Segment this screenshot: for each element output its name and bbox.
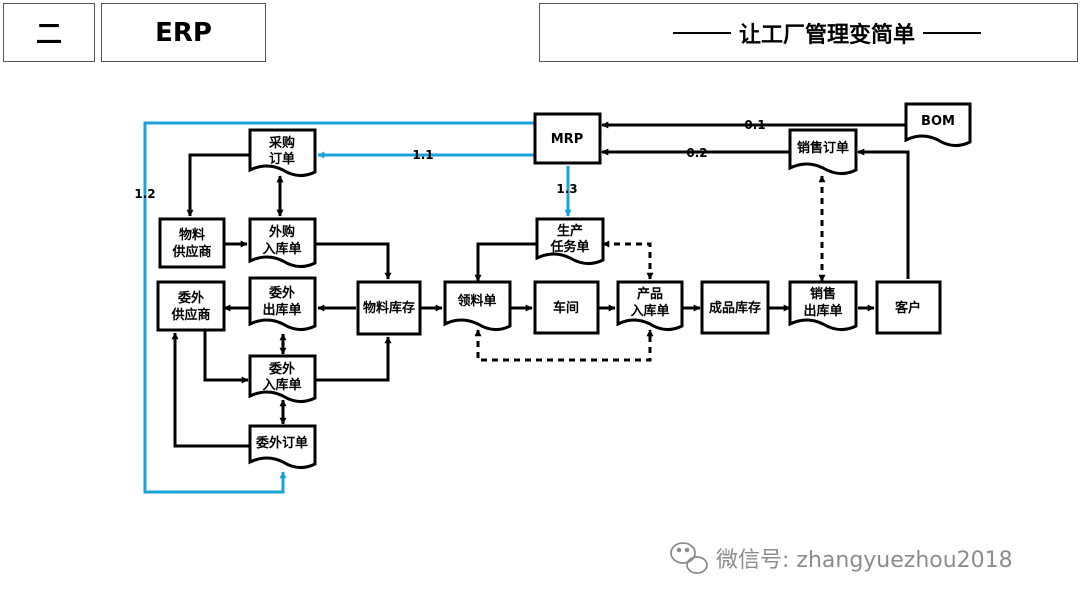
node-outsource-receipt xyxy=(248,354,317,403)
label-outsource-supplier-2: 供应商 xyxy=(170,307,210,323)
edge-outsource-receipt-to-stock xyxy=(315,336,392,382)
edge-labels: 0.1 0.2 1.1 1.2 1.3 xyxy=(134,118,765,201)
label-material-supplier-2: 供应商 xyxy=(171,244,211,260)
node-customer xyxy=(875,280,942,335)
label-bom: BOM xyxy=(921,114,955,129)
node-material-supplier xyxy=(158,217,226,269)
label-sales-issue-1: 销售 xyxy=(810,286,836,302)
page-title: 让工厂管理变简单 xyxy=(539,3,1078,62)
edge-label-1-3: 1.3 xyxy=(556,182,577,196)
label-purchase-order-2: 订单 xyxy=(269,151,295,167)
topic-text: ERP xyxy=(155,17,212,48)
edge-supplier-to-outsource-receipt xyxy=(203,330,249,384)
label-purchase-order-1: 采购 xyxy=(268,135,295,151)
label-product-receipt-2: 入库单 xyxy=(630,303,669,319)
edge-production-task-to-requisition xyxy=(474,242,537,282)
page-title-text: 让工厂管理变简单 xyxy=(738,22,915,48)
node-purchase-order xyxy=(248,128,317,177)
node-outsource-supplier xyxy=(156,280,226,332)
node-outsource-order xyxy=(248,424,317,469)
node-material-stock xyxy=(356,280,422,336)
node-sales-order xyxy=(788,128,858,175)
edge-label-1-1: 1.1 xyxy=(412,148,433,162)
edge-label-1-2: 1.2 xyxy=(134,187,155,201)
label-purchase-receipt-2: 入库单 xyxy=(262,241,301,257)
edge-label-0-2: 0.2 xyxy=(686,146,707,160)
edge-customer-to-sales-order xyxy=(857,148,910,279)
edge-purchase-receipt-to-stock xyxy=(315,242,392,280)
node-outsource-issue xyxy=(248,276,317,331)
label-material-stock: 物料库存 xyxy=(363,300,415,316)
node-requisition xyxy=(443,280,512,331)
topic-label: ERP xyxy=(101,3,266,62)
edge-label-0-1: 0.1 xyxy=(744,118,765,132)
title-dash-left xyxy=(672,31,731,34)
label-workshop: 车间 xyxy=(553,300,579,316)
label-mrp: MRP xyxy=(551,132,583,147)
edge-outsource-order-to-supplier xyxy=(171,332,250,448)
node-purchase-receipt xyxy=(248,217,317,268)
node-product-receipt xyxy=(616,280,684,331)
node-sales-issue xyxy=(788,280,858,331)
label-customer: 客户 xyxy=(895,300,921,316)
section-number: 二 xyxy=(3,3,95,62)
node-workshop xyxy=(533,280,600,335)
label-finished-stock: 成品库存 xyxy=(709,300,761,316)
label-outsource-issue-2: 出库单 xyxy=(262,302,301,318)
nodes xyxy=(156,102,972,469)
node-production-task xyxy=(535,217,605,265)
watermark-text: 微信号: zhangyuezhou2018 xyxy=(716,548,1013,573)
label-outsource-receipt-2: 入库单 xyxy=(262,377,301,393)
label-product-receipt-1: 产品 xyxy=(637,286,663,302)
label-outsource-issue-1: 委外 xyxy=(268,285,295,301)
label-requisition: 领料单 xyxy=(457,293,496,309)
node-labels: MRP BOM 采购 订单 销售订单 物料 供应商 外购 入库单 生产 任务单 … xyxy=(170,114,954,451)
node-bom xyxy=(904,102,972,147)
node-finished-stock xyxy=(700,280,770,335)
connectors xyxy=(143,121,910,494)
edge-requisition-product-receipt-dashed xyxy=(474,329,654,362)
label-outsource-order: 委外订单 xyxy=(255,435,308,451)
label-purchase-receipt-1: 外购 xyxy=(268,224,295,240)
edge-task-product-receipt-dashed xyxy=(602,240,654,280)
section-number-text: 二 xyxy=(35,20,62,50)
label-production-task-2: 任务单 xyxy=(549,239,589,255)
node-mrp xyxy=(533,112,602,165)
label-sales-order: 销售订单 xyxy=(797,140,849,156)
label-production-task-1: 生产 xyxy=(557,223,583,239)
edge-mrp-to-outsource-order xyxy=(143,121,534,494)
wechat-icon xyxy=(670,542,708,574)
label-outsource-receipt-1: 委外 xyxy=(268,361,295,377)
edge-purchase-order-to-supplier xyxy=(186,153,250,217)
label-sales-issue-2: 出库单 xyxy=(803,303,842,319)
label-material-supplier-1: 物料 xyxy=(179,227,205,243)
title-dash-right xyxy=(923,31,981,34)
label-outsource-supplier-1: 委外 xyxy=(177,290,204,306)
watermark: 微信号: zhangyuezhou2018 xyxy=(670,542,1013,574)
